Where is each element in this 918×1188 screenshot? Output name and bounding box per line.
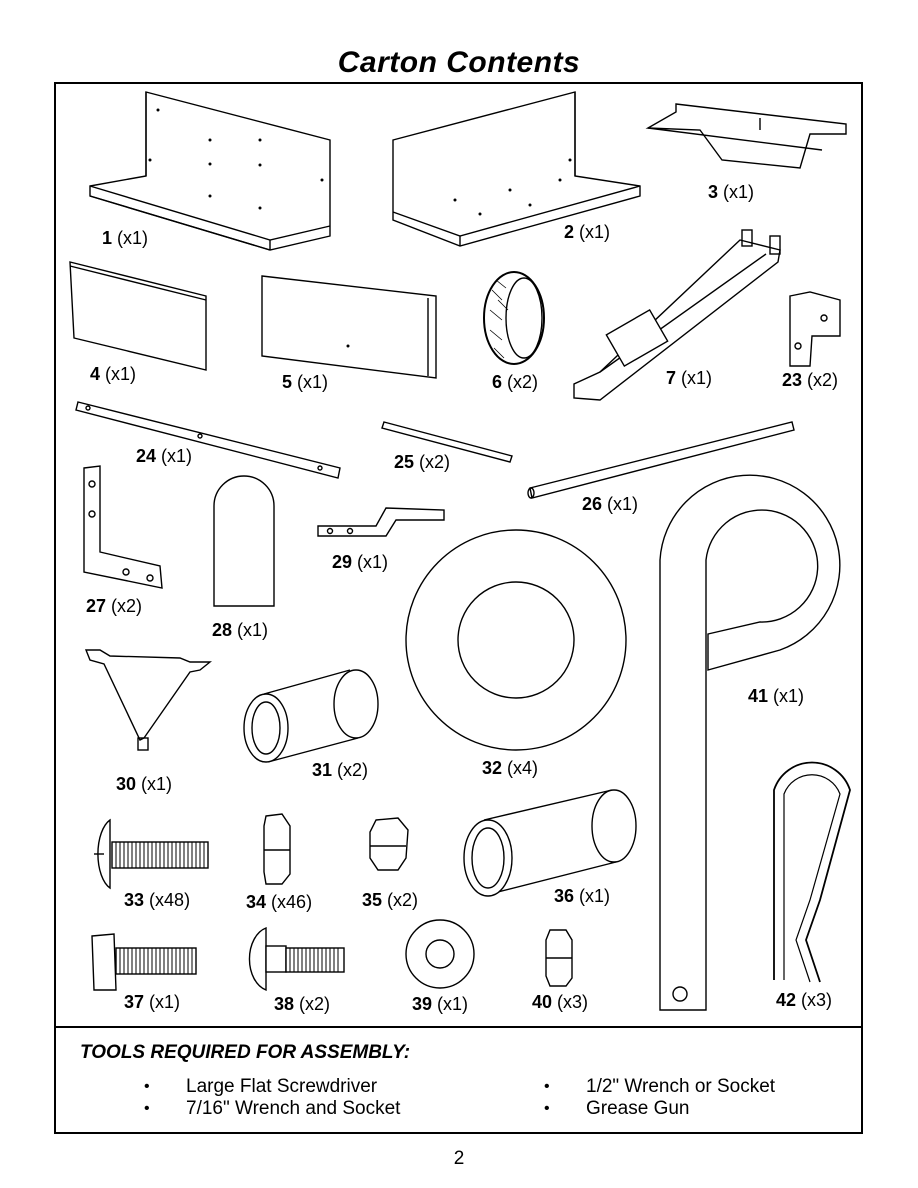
part-label-32: 32 (x4): [482, 758, 539, 778]
part-label-27: 27 (x2): [86, 596, 143, 616]
page-title: Carton Contents: [337, 46, 581, 79]
side-panel-left-icon: [89, 91, 331, 251]
flat-washer-icon: [405, 919, 475, 989]
bushing-icon: [243, 669, 379, 763]
rear-panel-icon: [261, 275, 437, 379]
plate-icon: [213, 475, 275, 607]
rod-icon: [381, 421, 513, 463]
tool-item-2: 7/16" Wrench and Socket: [186, 1098, 401, 1119]
part-label-42: 42 (x3): [776, 990, 833, 1010]
part-label-36: 36 (x1): [554, 886, 611, 906]
page-number: 2: [453, 1148, 465, 1169]
offset-bracket-icon: [317, 507, 445, 537]
hair-pin-icon: [773, 761, 851, 983]
part-label-33: 33 (x48): [124, 890, 191, 910]
l-bracket-icon: [83, 465, 163, 589]
lock-nut-icon: [369, 817, 409, 871]
tongue-icon: [573, 229, 781, 401]
tools-heading: TOOLS REQUIRED FOR ASSEMBLY:: [80, 1042, 411, 1063]
part-label-5: 5 (x1): [282, 372, 329, 392]
small-nut-icon: [545, 929, 573, 987]
axle-icon: [527, 421, 795, 499]
part-label-23: 23 (x2): [782, 370, 839, 390]
spacer-tube-icon: [463, 789, 637, 897]
hitch-bracket-icon: [84, 649, 212, 751]
part-label-30: 30 (x1): [116, 774, 173, 794]
part-label-25: 25 (x2): [394, 452, 451, 472]
tool-bullet-4: •: [544, 1100, 550, 1117]
front-panel-icon: [69, 261, 207, 371]
part-label-2: 2 (x1): [564, 222, 611, 242]
angle-bracket-icon: [789, 291, 841, 367]
part-label-29: 29 (x1): [332, 552, 389, 572]
part-label-4: 4 (x1): [90, 364, 137, 384]
side-panel-right-icon: [392, 91, 641, 247]
part-label-39: 39 (x1): [412, 994, 469, 1014]
part-label-6: 6 (x2): [492, 372, 539, 392]
tool-bullet-2: •: [144, 1100, 150, 1117]
hex-nut-icon: [263, 813, 291, 885]
contents-frame: [54, 82, 863, 1134]
part-label-35: 35 (x2): [362, 890, 419, 910]
part-label-26: 26 (x1): [582, 494, 639, 514]
part-label-31: 31 (x2): [312, 760, 369, 780]
part-label-7: 7 (x1): [666, 368, 713, 388]
part-label-34: 34 (x46): [246, 892, 313, 912]
wheel-icon: [483, 271, 545, 365]
part-label-1: 1 (x1): [102, 228, 149, 248]
part-label-41: 41 (x1): [748, 686, 805, 706]
tool-bullet-3: •: [544, 1078, 550, 1095]
part-label-28: 28 (x1): [212, 620, 269, 640]
part-label-38: 38 (x2): [274, 994, 331, 1014]
tool-item-4: Grease Gun: [586, 1098, 690, 1119]
hitch-pin-icon: [659, 474, 841, 1011]
carriage-bolt-icon: [248, 926, 345, 992]
part-label-3: 3 (x1): [708, 182, 755, 202]
front-bracket-icon: [645, 103, 847, 169]
tools-divider: [54, 1026, 863, 1028]
part-label-37: 37 (x1): [124, 992, 181, 1012]
part-label-24: 24 (x1): [136, 446, 193, 466]
brace-bar-icon: [75, 401, 341, 479]
washer-large-icon: [405, 529, 627, 751]
truss-bolt-icon: [94, 818, 209, 890]
tool-item-3: 1/2" Wrench or Socket: [586, 1076, 776, 1097]
tool-item-1: Large Flat Screwdriver: [186, 1076, 378, 1097]
tool-bullet-1: •: [144, 1078, 150, 1095]
hex-bolt-icon: [91, 933, 197, 991]
part-label-40: 40 (x3): [532, 992, 589, 1012]
